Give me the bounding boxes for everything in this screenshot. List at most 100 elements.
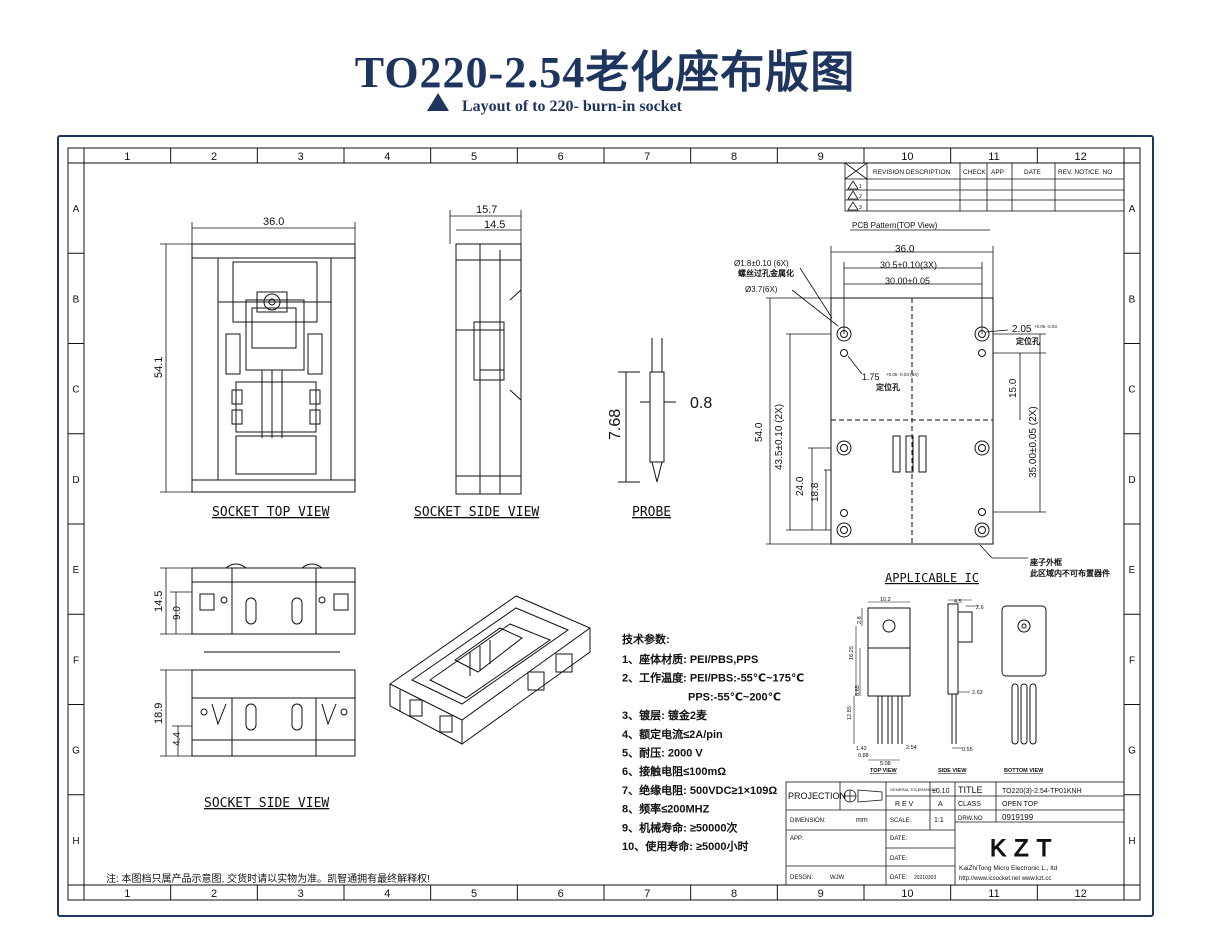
grid-row-right-A: A bbox=[1129, 204, 1136, 215]
note-loc-hole-1: 定位孔 bbox=[1015, 336, 1040, 346]
grid-ticks bbox=[68, 148, 1140, 900]
dim-top-height: 54.1 bbox=[153, 357, 165, 378]
tb-date1: DATE: bbox=[890, 836, 908, 842]
tb-rev-lbl: R E V bbox=[895, 801, 914, 808]
tb-chk-lbl: DESGN: bbox=[790, 875, 813, 881]
disclaimer-note: 注: 本图档只属产品示意图, 交货时请以实物为准。凯智通拥有最终解释权! bbox=[106, 872, 430, 885]
dim-ic-p4: 2.54 bbox=[906, 745, 917, 751]
dim-loc-hole-2: 1.75 bbox=[862, 372, 880, 382]
dim-ic-body: 16.25 bbox=[849, 646, 855, 660]
grid-col-top-3: 3 bbox=[298, 151, 304, 163]
grid-col-top-5: 5 bbox=[471, 151, 477, 163]
note-hole-small: 螺丝过孔金属化 bbox=[738, 268, 794, 278]
grid-row-right-C: C bbox=[1128, 385, 1135, 396]
dim-ic-s1: 4.5 bbox=[954, 599, 962, 605]
grid-row-right-H: H bbox=[1128, 836, 1135, 847]
note-loc-hole-2: 定位孔 bbox=[875, 382, 900, 392]
label-probe: PROBE bbox=[632, 505, 671, 520]
dim-pcb-h2: 43.5±0.10 (2X) bbox=[774, 404, 785, 470]
tb-date3: DATE: bbox=[890, 875, 908, 881]
dim-side-w2: 14.5 bbox=[484, 219, 505, 231]
dim-pcb-width: 36.0 bbox=[895, 244, 915, 255]
grid-col-bottom-12: 12 bbox=[1075, 888, 1087, 900]
socket-top-view bbox=[191, 243, 356, 493]
tb-dim-lbl: DIMENSION: bbox=[790, 818, 826, 824]
dim-lower-h2: 9.0 bbox=[172, 606, 183, 620]
rev-row-2: 2 bbox=[859, 194, 862, 200]
grid-row-left-C: C bbox=[72, 385, 79, 396]
spec-item: 5、耐压: 2000 V bbox=[622, 746, 703, 760]
dim-side-w1: 15.7 bbox=[476, 204, 497, 216]
grid-col-top-10: 10 bbox=[901, 151, 913, 163]
tb-tol-val: ±0.10 bbox=[932, 788, 950, 795]
tb-company: KaiZhiTong Micro Electronic L., ltd bbox=[959, 865, 1058, 872]
dim-pcb-r1: 15.0 bbox=[1008, 378, 1019, 398]
dim-ic-s4: 0.55 bbox=[962, 747, 973, 753]
dim-loc-hole-2-tol: +0.05 -0.03 (3X) bbox=[886, 372, 919, 377]
label-socket-top-view: SOCKET TOP VIEW bbox=[212, 505, 330, 520]
dim-pcb-height: 54.0 bbox=[754, 422, 765, 442]
tb-dim-val: mm bbox=[856, 817, 868, 824]
ic-drawings bbox=[867, 603, 1047, 745]
dim-loc-hole-1-tol: +0.05 -0.03 bbox=[1034, 324, 1057, 329]
dim-pcb-pitch: 30.00±0.05 bbox=[885, 276, 930, 286]
grid-col-bottom-8: 8 bbox=[731, 888, 737, 900]
rev-header-notice: REV. NOTICE. NO bbox=[1058, 169, 1112, 176]
tb-title-lbl: TITLE bbox=[958, 785, 983, 795]
dim-ic-p1: 1.42 bbox=[856, 746, 867, 752]
spec-item: PPS:-55℃~200℃ bbox=[688, 691, 781, 703]
grid-row-right-B: B bbox=[1129, 294, 1136, 305]
socket-top-dims bbox=[160, 222, 356, 493]
tb-general-tol: GENERAL TOLERANCES bbox=[890, 787, 937, 792]
grid-col-top-7: 7 bbox=[644, 151, 650, 163]
tb-rev-val: A bbox=[938, 801, 943, 808]
spec-item: 6、接触电阻≤100mΩ bbox=[622, 764, 726, 778]
spec-item: 4、额定电流≤2A/pin bbox=[622, 727, 723, 741]
dim-top-width: 36.0 bbox=[263, 216, 284, 228]
dim-ic-w: 10.2 bbox=[880, 597, 891, 603]
grid-col-bottom-1: 1 bbox=[124, 888, 130, 900]
socket-side-lower-dims bbox=[160, 567, 192, 757]
dim-ic-tab: 2.8 bbox=[857, 616, 863, 624]
grid-row-right-D: D bbox=[1128, 475, 1135, 486]
dim-lower-h1: 14.5 bbox=[153, 591, 165, 612]
grid-row-left-H: H bbox=[72, 836, 79, 847]
spec-item: 1、座体材质: PEI/PBS,PPS bbox=[622, 652, 758, 666]
dim-loc-hole-1: 2.05 bbox=[1012, 324, 1032, 335]
grid-col-top-12: 12 bbox=[1075, 151, 1087, 163]
grid-col-bottom-3: 3 bbox=[298, 888, 304, 900]
grid-row-right-E: E bbox=[1129, 565, 1136, 576]
triangle-marker-icon bbox=[427, 93, 449, 111]
spec-item: 2、工作温度: PEI/PBS:-55℃~175℃ bbox=[622, 671, 804, 685]
dim-ic-a: 8.65 bbox=[855, 685, 861, 696]
grid-col-bottom-4: 4 bbox=[384, 888, 390, 900]
grid-col-top-2: 2 bbox=[211, 151, 217, 163]
tb-projection: PROJECTION bbox=[788, 791, 846, 801]
page-subtitle: Layout of to 220- burn-in socket bbox=[462, 98, 683, 115]
label-pcb-pattern: PCB Pattern(TOP View) bbox=[852, 221, 938, 230]
socket-side-lower-view bbox=[191, 563, 356, 757]
grid-col-top-6: 6 bbox=[558, 151, 564, 163]
probe-drawing bbox=[618, 338, 676, 483]
ic-dims bbox=[853, 599, 978, 761]
spec-item: 8、频率≤200MHZ bbox=[622, 802, 710, 816]
label-ic-bottom: BOTTOM VIEW bbox=[1004, 768, 1044, 774]
label-socket-side-view: SOCKET SIDE VIEW bbox=[414, 505, 539, 520]
tb-class-lbl: CLASS bbox=[958, 801, 981, 808]
socket-isometric-view bbox=[389, 595, 592, 745]
label-ic-top: TOP VIEW bbox=[870, 768, 898, 774]
page-title: TO220-2.54老化座布版图 bbox=[354, 48, 856, 97]
tb-app-lbl: APP: bbox=[790, 836, 804, 842]
dim-pcb-h3: 24.0 bbox=[795, 476, 806, 496]
dim-pcb-r2: 35.00±0.05 (2X) bbox=[1028, 406, 1039, 478]
spec-item: 7、绝缘电阻: 500VDC≥1×109Ω bbox=[622, 783, 777, 797]
dim-probe-len: 7.68 bbox=[607, 409, 624, 440]
grid-row-right-G: G bbox=[1128, 746, 1136, 757]
grid-row-left-G: G bbox=[72, 746, 80, 757]
label-applicable-ic: APPLICABLE IC bbox=[885, 571, 979, 585]
tb-title-val: TO220(3)-2.54-TP01KNH bbox=[1002, 788, 1082, 795]
grid-row-left-E: E bbox=[73, 565, 80, 576]
dim-ic-p2: 0.88 bbox=[858, 753, 869, 759]
tb-drw-lbl: DRW.NO bbox=[958, 816, 983, 822]
